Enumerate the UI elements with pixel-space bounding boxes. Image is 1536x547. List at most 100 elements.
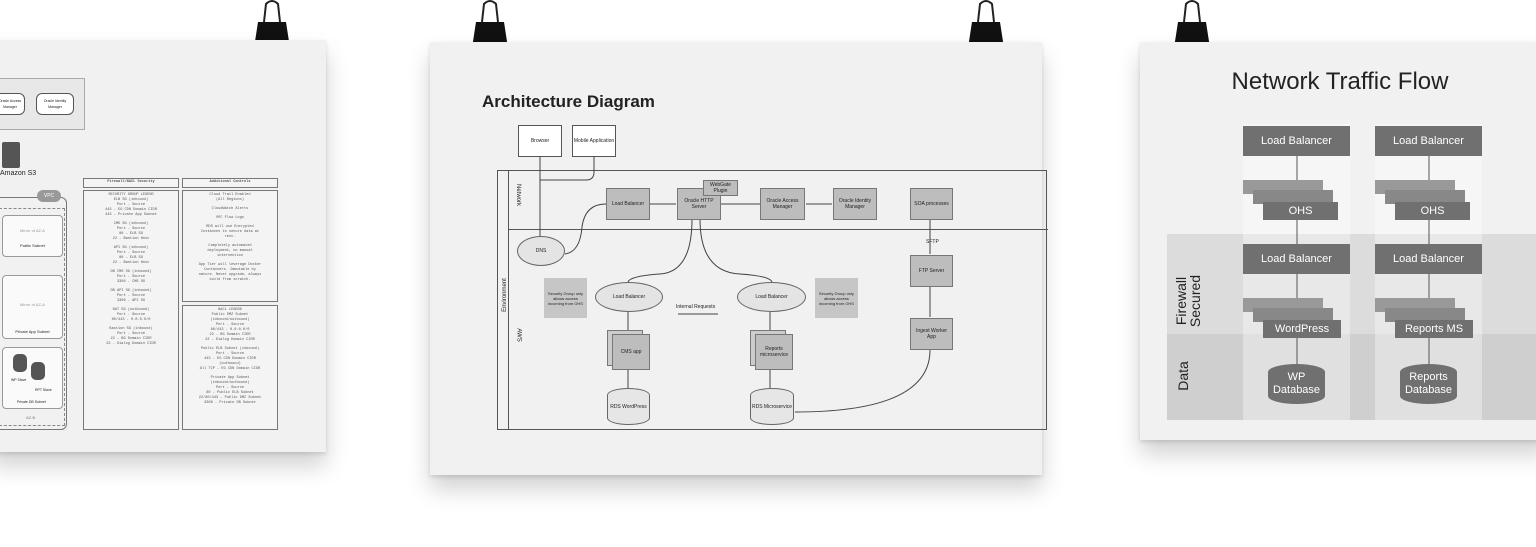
table-line: deployment, no manual <box>207 249 253 253</box>
controls-table: Cloud Trail Enabled(All Regions)CloudWat… <box>182 190 278 302</box>
table-line: Cloud Trail Enabled <box>209 193 251 197</box>
arrow-icon <box>1428 338 1430 364</box>
table-line: Port - Source <box>116 251 146 255</box>
security-group-note: Security Group only allows access incomi… <box>815 278 858 318</box>
table-line: CloudWatch Alerts <box>211 207 249 211</box>
private-app-subnet-label: Private App Subnet <box>15 329 50 334</box>
table-line: 22 - BG Domain CIDR <box>110 337 152 341</box>
network-traffic-paper: Network Traffic Flow Firewall Secured Da… <box>1140 42 1536 440</box>
table-line: 3306 - CMS SG <box>116 280 146 284</box>
table-line: Port - Source <box>116 294 146 298</box>
security-diagram-paper: Oracle Access Manager Oracle Identity Ma… <box>0 40 326 452</box>
binder-clip-icon <box>968 0 1004 48</box>
diagram-title: Architecture Diagram <box>482 92 655 111</box>
table-line: (inbound/outbound) <box>210 381 250 385</box>
oracle-group: Oracle Access Manager Oracle Identity Ma… <box>0 78 85 130</box>
table-line: 22 - Dialog Domain CIDR <box>106 342 156 346</box>
table-line: 22 - Bastion Host <box>112 237 150 241</box>
table-line: Port - Source <box>116 313 146 317</box>
table-line: Port - Source <box>215 352 245 356</box>
wp-slave-label: WP Slave <box>11 378 27 382</box>
cms-app-box: CMS app <box>612 334 650 370</box>
table-line: 443 - EG CDN Domain CIDR <box>204 357 256 361</box>
internal-requests-label: Internal Requests <box>676 304 716 310</box>
divider <box>508 170 509 430</box>
binder-clip-icon <box>1174 0 1210 48</box>
table-line: 3306 - Private DB Subnet <box>204 401 256 405</box>
table-line: App Tier will leverage Docker <box>198 263 262 267</box>
sftp-label: SFTP <box>926 239 939 245</box>
app-stack-mid <box>1253 308 1333 322</box>
table-line: SECURITY GROUP LEGEND <box>108 193 154 197</box>
ohs-box: OHS <box>1263 202 1338 220</box>
table-line: Private App Subnet <box>210 376 250 380</box>
table-line: 22 - BG Domain CIDR <box>209 333 251 337</box>
data-label: Data <box>1174 361 1191 391</box>
amazon-s3-icon <box>2 142 20 168</box>
table-line: 22/80/443 - Public DMZ Subnet <box>198 396 262 400</box>
arrow-icon <box>1296 220 1298 244</box>
soa-processes-box: SOA processes <box>910 188 953 220</box>
rds-microservice-db: RDS Microservice <box>750 388 794 425</box>
arrow-icon <box>1296 338 1298 364</box>
public-subnet: Mirror of AZ-A Public Subnet <box>2 215 63 257</box>
table-line: 22 - Dialog Domain CIDR <box>205 338 255 342</box>
ftp-server-box: FTP Server <box>910 255 953 287</box>
database-icon <box>13 354 27 372</box>
table-line: RDS will use Encrypted <box>206 225 254 229</box>
table-line: (inbound/outbound) <box>210 318 250 322</box>
ingest-worker-box: Ingest Worker App <box>910 318 953 350</box>
load-balancer-mid: Load Balancer <box>1375 244 1482 274</box>
vpc-box: VPC Mirror of AZ-A Public Subnet Mirror o… <box>0 190 67 430</box>
table-line: 443 - Private App Subnet <box>105 213 157 217</box>
private-app-subnet: Mirror of AZ-A Private App Subnet <box>2 275 63 339</box>
load-balancer-top: Load Balancer <box>1375 126 1482 156</box>
vpc-label: VPC <box>37 190 61 202</box>
mirror-text: Mirror of AZ-A <box>20 302 45 307</box>
dns-node: DNS <box>517 236 565 266</box>
oracle-access-manager-box: Oracle Access Manager <box>0 93 25 115</box>
load-balancer-box: Load Balancer <box>606 188 650 220</box>
arrow-icon <box>1428 220 1430 244</box>
oracle-access-manager-box: Oracle Access Manager <box>760 188 805 220</box>
browser-box: Browser <box>518 125 562 157</box>
az-label: AZ-B <box>26 415 36 420</box>
table-line: Port - Source <box>215 323 245 327</box>
load-balancer-right: Load Balancer <box>737 282 806 312</box>
app-box: Reports MS <box>1395 320 1473 338</box>
table-line: Instances to secure data at <box>200 230 260 234</box>
database-cylinder: WP Database <box>1268 364 1325 404</box>
s3-label: Amazon S3 <box>0 170 37 177</box>
public-subnet-label: Public Subnet <box>20 243 45 248</box>
table-line: NAT SG (outbound) <box>112 308 150 312</box>
table-line: CMS SG (inbound) <box>113 222 149 226</box>
table-line: nature. Never upgrade, always <box>198 273 262 277</box>
mirror-text: Mirror of AZ-A <box>20 228 45 233</box>
traffic-title: Network Traffic Flow <box>1231 68 1449 95</box>
table-line: (outbound) <box>219 362 241 366</box>
table-line: Port - Source <box>116 203 146 207</box>
mobile-app-box: Mobile Application <box>572 125 616 157</box>
app-stack-mid <box>1385 308 1465 322</box>
table-line: DB API SG (inbound) <box>110 289 152 293</box>
database-cylinder: Reports Database <box>1400 364 1457 404</box>
security-group-note: Security Group only allows access incomi… <box>544 278 587 318</box>
table-line: Public DMZ Subnet <box>211 313 249 317</box>
table-line: Containers. Immutable by <box>204 268 256 272</box>
connector-lines <box>539 157 931 413</box>
webgate-plugin-box: WebGate Plugin <box>703 180 738 196</box>
firewall-header: Firewall/NACL Security <box>83 178 179 188</box>
table-line: build from scratch. <box>209 278 251 282</box>
rds-wordpress-db: RDS WordPress <box>607 388 650 425</box>
table-line: 80 - ELB SG <box>119 232 143 236</box>
load-balancer-left: Load Balancer <box>595 282 663 312</box>
reports-microservice-box: Reports microservice <box>755 334 793 370</box>
table-line: 3306 - API SG <box>116 299 146 303</box>
oracle-identity-manager-box: Oracle Identity Manager <box>36 93 74 115</box>
divider <box>508 229 1048 230</box>
ohs-box: OHS <box>1395 202 1470 220</box>
binder-clip-icon <box>472 0 508 48</box>
table-line: rest. <box>224 235 236 239</box>
app-box: WordPress <box>1263 320 1341 338</box>
